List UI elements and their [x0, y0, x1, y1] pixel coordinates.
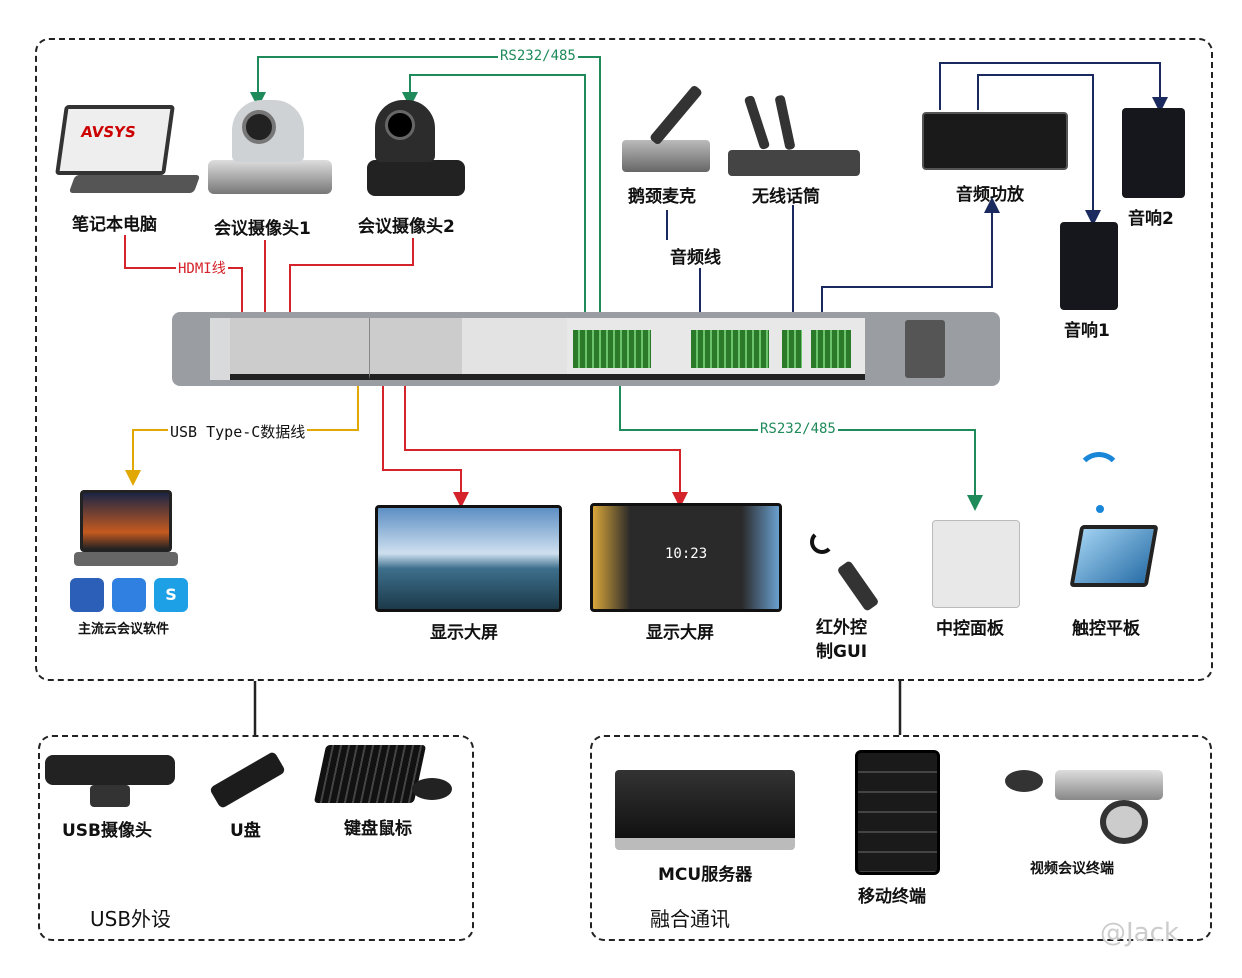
- label-keyboard-mouse: 键盘鼠标: [344, 819, 412, 839]
- camera2-image: [367, 160, 465, 196]
- video-terminal-image: [1055, 770, 1163, 800]
- skype-icon: S: [154, 578, 188, 612]
- label-amplifier: 音频功放: [956, 185, 1024, 205]
- tencent-meeting-icon: [112, 578, 146, 612]
- label-hdmi-cable: HDMI线: [176, 258, 228, 278]
- label-control-panel: 中控面板: [936, 619, 1004, 639]
- display2-image: 10:23: [590, 503, 782, 612]
- label-video-terminal: 视频会议终端: [1030, 861, 1114, 877]
- gooseneck-mic-image: [622, 140, 710, 172]
- hdmi-wire-display1: [382, 378, 469, 508]
- hdmi-wire-camera2: [282, 238, 414, 348]
- label-audio-cable: 音频线: [668, 243, 723, 268]
- mcu-server-image: [615, 770, 795, 850]
- usb-group-title: USB外设: [90, 907, 172, 931]
- label-ir-control: 红外控制GUI: [816, 618, 868, 662]
- label-speaker1: 音响1: [1064, 321, 1110, 341]
- label-usb-camera: USB摄像头: [62, 821, 153, 841]
- label-display2: 显示大屏: [646, 623, 714, 643]
- label-rs232-bottom: RS232/485: [758, 421, 838, 437]
- av-matrix-host: [172, 312, 1000, 386]
- feishu-icon: [70, 578, 104, 612]
- amplifier-image: [922, 112, 1068, 170]
- label-cloud-software: 主流云会议软件: [78, 622, 170, 637]
- rs232-wire-camera1: [250, 56, 601, 318]
- hdmi-port-panel: [230, 318, 370, 380]
- display1-image: [375, 505, 562, 612]
- wireless-mic-image: [728, 150, 860, 176]
- main-system-group: [35, 38, 1213, 681]
- comm-group-title: 融合通讯: [650, 907, 730, 931]
- usb-camera-image: [45, 755, 175, 785]
- touch-tablet-image: [1069, 525, 1159, 587]
- keyboard-mouse-image: [313, 745, 427, 803]
- mobile-terminal-image: [855, 750, 940, 875]
- label-laptop: 笔记本电脑: [72, 215, 157, 235]
- label-camera1: 会议摄像头1: [214, 219, 311, 239]
- wifi-icon: [1076, 452, 1122, 498]
- terminal-block-panel: [567, 318, 865, 380]
- display-clock: 10:23: [665, 546, 708, 562]
- label-rs232-top: RS232/485: [498, 48, 578, 64]
- usb-peripheral-group: [38, 735, 474, 941]
- power-socket: [905, 320, 945, 378]
- hdmi-wire-display2: [404, 378, 688, 508]
- label-touch-tablet: 触控平板: [1072, 619, 1140, 639]
- laptop-image: AVSYS: [55, 105, 175, 175]
- rs232-wire-camera2: [402, 74, 586, 318]
- label-mobile: 移动终端: [858, 887, 926, 907]
- label-wireless-mic: 无线话筒: [752, 187, 820, 207]
- label-u-disk: U盘: [230, 821, 261, 841]
- laptop-logo: AVSYS: [79, 123, 138, 141]
- label-usb-c-cable: USB Type-C数据线: [168, 421, 308, 442]
- laptop2-image: [80, 490, 172, 552]
- label-mcu: MCU服务器: [658, 865, 753, 885]
- wireless-signal-icon: [810, 530, 834, 554]
- speaker2-image: [1122, 108, 1185, 198]
- audio-wire-amp: [821, 197, 1000, 322]
- speaker-wire-1: [977, 74, 1101, 226]
- watermark: @Jack: [1100, 918, 1179, 948]
- label-camera2: 会议摄像头2: [358, 217, 455, 237]
- label-display1: 显示大屏: [430, 623, 498, 643]
- control-panel-image: [932, 520, 1020, 608]
- label-speaker2: 音响2: [1128, 209, 1174, 229]
- network-port-panel: [462, 318, 567, 380]
- converged-comm-group: [590, 735, 1212, 941]
- camera1-image: [208, 160, 332, 194]
- rs232-wire-panel: [619, 380, 983, 511]
- label-gooseneck-mic: 鹅颈麦克: [628, 187, 696, 207]
- speaker-wire-2: [939, 62, 1168, 113]
- speaker1-image: [1060, 222, 1118, 310]
